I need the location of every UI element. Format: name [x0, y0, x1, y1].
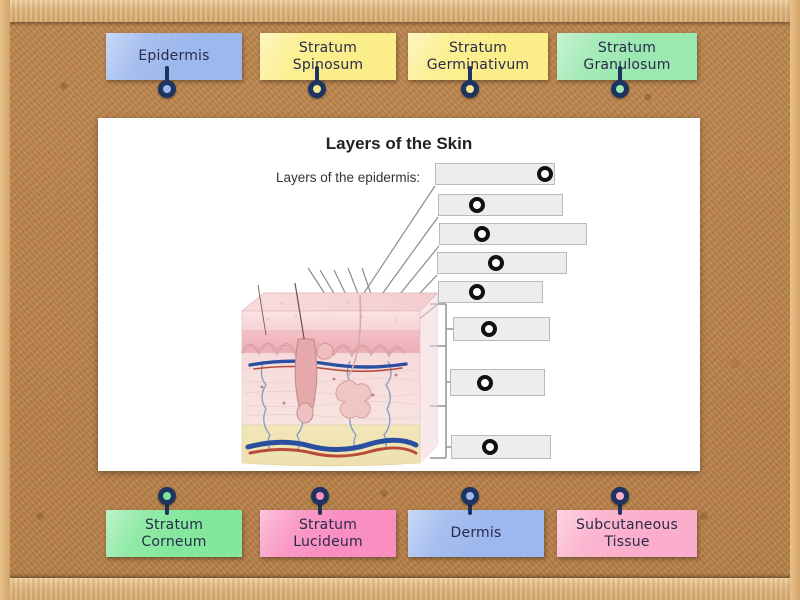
dropzone-drop-5[interactable] [438, 281, 543, 303]
dropzone-drop-4[interactable] [437, 252, 567, 274]
circle-marker-icon [481, 321, 497, 337]
wood-frame-top [0, 0, 800, 22]
circle-marker-icon [482, 439, 498, 455]
epidermis-caption: Layers of the epidermis: [276, 170, 421, 185]
dropzone-drop-3[interactable] [439, 223, 587, 245]
circle-marker-icon [488, 255, 504, 271]
pushpin-icon [461, 487, 479, 515]
pin-stem [318, 499, 322, 515]
wood-frame-bottom [0, 578, 800, 600]
dropzone-drop-6[interactable] [453, 317, 550, 341]
draggable-label-dermis[interactable]: Dermis [408, 510, 544, 557]
draggable-label-epidermis[interactable]: Epidermis [106, 33, 242, 80]
circle-marker-icon [477, 374, 493, 391]
pin-head [611, 487, 629, 505]
diagram-panel: Layers of the Skin Layers of the epiderm… [98, 118, 700, 471]
pushpin-icon [158, 66, 176, 98]
pin-head [611, 80, 629, 98]
circle-marker-icon [537, 166, 553, 182]
circle-marker-icon [469, 197, 485, 213]
pin-stem [618, 499, 622, 515]
pushpin-icon [461, 66, 479, 98]
pin-head [308, 80, 326, 98]
dropzone-drop-1[interactable] [435, 163, 555, 185]
pushpin-icon [611, 487, 629, 515]
pushpin-icon [611, 66, 629, 98]
pin-stem [468, 66, 472, 82]
pin-stem [618, 66, 622, 82]
pin-head [158, 80, 176, 98]
pin-stem [165, 66, 169, 82]
dropzone-drop-2[interactable] [438, 194, 563, 216]
circle-marker-icon [474, 226, 490, 242]
pushpin-icon [311, 487, 329, 515]
wood-frame-right [790, 0, 800, 600]
pin-head [158, 487, 176, 505]
pin-stem [468, 499, 472, 515]
wood-frame-left [0, 0, 10, 600]
pin-head [461, 80, 479, 98]
pin-stem [315, 66, 319, 82]
page-title: Layers of the Skin [325, 134, 473, 153]
pin-head [311, 487, 329, 505]
pushpin-icon [158, 487, 176, 515]
dropzone-drop-7[interactable] [450, 369, 545, 396]
skin-cross-section-image [241, 283, 439, 467]
pushpin-icon [308, 66, 326, 98]
circle-marker-icon [469, 284, 485, 300]
pin-head [461, 487, 479, 505]
label-text: Dermis [450, 525, 502, 541]
label-text: Epidermis [138, 48, 210, 64]
dropzone-drop-8[interactable] [451, 435, 551, 459]
pin-stem [165, 499, 169, 515]
